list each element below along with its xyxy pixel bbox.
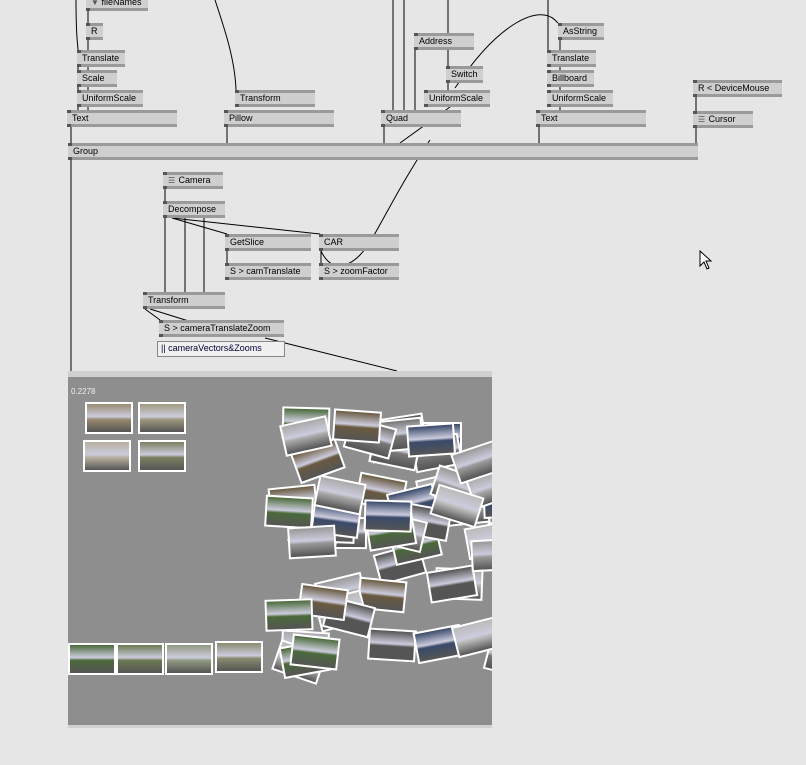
renderer-window[interactable]: 0.2278 xyxy=(68,371,492,728)
photo-thumbnail xyxy=(116,643,164,675)
photo-thumbnail xyxy=(470,538,492,573)
menu-icon: ☰ xyxy=(698,115,706,124)
node-group[interactable]: Group xyxy=(68,143,698,160)
photo-thumbnail xyxy=(289,633,341,671)
node-switch[interactable]: Switch xyxy=(446,66,483,83)
node-transform[interactable]: Transform xyxy=(235,90,315,107)
node-send-camtranslate[interactable]: S > camTranslate xyxy=(225,263,311,280)
node-r[interactable]: R xyxy=(86,23,103,40)
node-filenames[interactable]: ▼ fileNames xyxy=(86,0,148,11)
photo-thumbnail xyxy=(264,597,314,632)
photo-thumbnail xyxy=(363,499,413,533)
node-billboard[interactable]: Billboard xyxy=(547,70,594,87)
iobox-cameravectors-zooms[interactable]: || cameraVectors&Zooms xyxy=(157,341,285,357)
photo-thumbnail xyxy=(215,641,263,673)
photo-thumbnail xyxy=(138,440,186,472)
node-send-cameratranslatezoom[interactable]: S > cameraTranslateZoom xyxy=(159,320,284,337)
node-uniformscale[interactable]: UniformScale xyxy=(547,90,613,107)
node-uniformscale[interactable]: UniformScale xyxy=(77,90,143,107)
node-uniformscale[interactable]: UniformScale xyxy=(424,90,490,107)
node-quad[interactable]: Quad xyxy=(381,110,461,127)
photo-thumbnail xyxy=(138,402,186,434)
node-car[interactable]: CAR xyxy=(319,234,399,251)
node-translate[interactable]: Translate xyxy=(547,50,596,67)
dropdown-icon: ▼ xyxy=(91,0,99,7)
menu-icon: ☰ xyxy=(168,176,176,185)
node-cursor[interactable]: ☰ Cursor xyxy=(693,111,753,128)
node-text[interactable]: Text xyxy=(536,110,646,127)
photo-thumbnail xyxy=(405,422,456,459)
mouse-cursor-icon xyxy=(699,250,713,270)
node-asstring[interactable]: AsString xyxy=(558,23,604,40)
node-scale[interactable]: Scale xyxy=(77,70,117,87)
renderer-value-label: 0.2278 xyxy=(71,387,96,396)
node-text[interactable]: Text xyxy=(67,110,177,127)
node-translate[interactable]: Translate xyxy=(77,50,125,67)
node-camera[interactable]: ☰ Camera xyxy=(163,172,223,189)
photo-thumbnail xyxy=(263,494,314,529)
photo-thumbnail xyxy=(83,440,131,472)
photo-thumbnail xyxy=(331,408,382,444)
photo-thumbnail xyxy=(367,627,417,663)
node-pillow[interactable]: Pillow xyxy=(224,110,334,127)
photo-thumbnail xyxy=(287,524,337,560)
renderer-viewport[interactable]: 0.2278 xyxy=(68,377,492,725)
node-send-zoomfactor[interactable]: S > zoomFactor xyxy=(319,263,399,280)
node-address[interactable]: Address xyxy=(414,33,474,50)
photo-thumbnail xyxy=(68,643,116,675)
photo-thumbnail xyxy=(165,643,213,675)
node-decompose[interactable]: Decompose xyxy=(163,201,225,218)
node-getslice[interactable]: GetSlice xyxy=(225,234,311,251)
photo-thumbnail xyxy=(85,402,133,434)
node-transform[interactable]: Transform xyxy=(143,292,225,309)
node-devicemouse[interactable]: R < DeviceMouse xyxy=(693,80,782,97)
